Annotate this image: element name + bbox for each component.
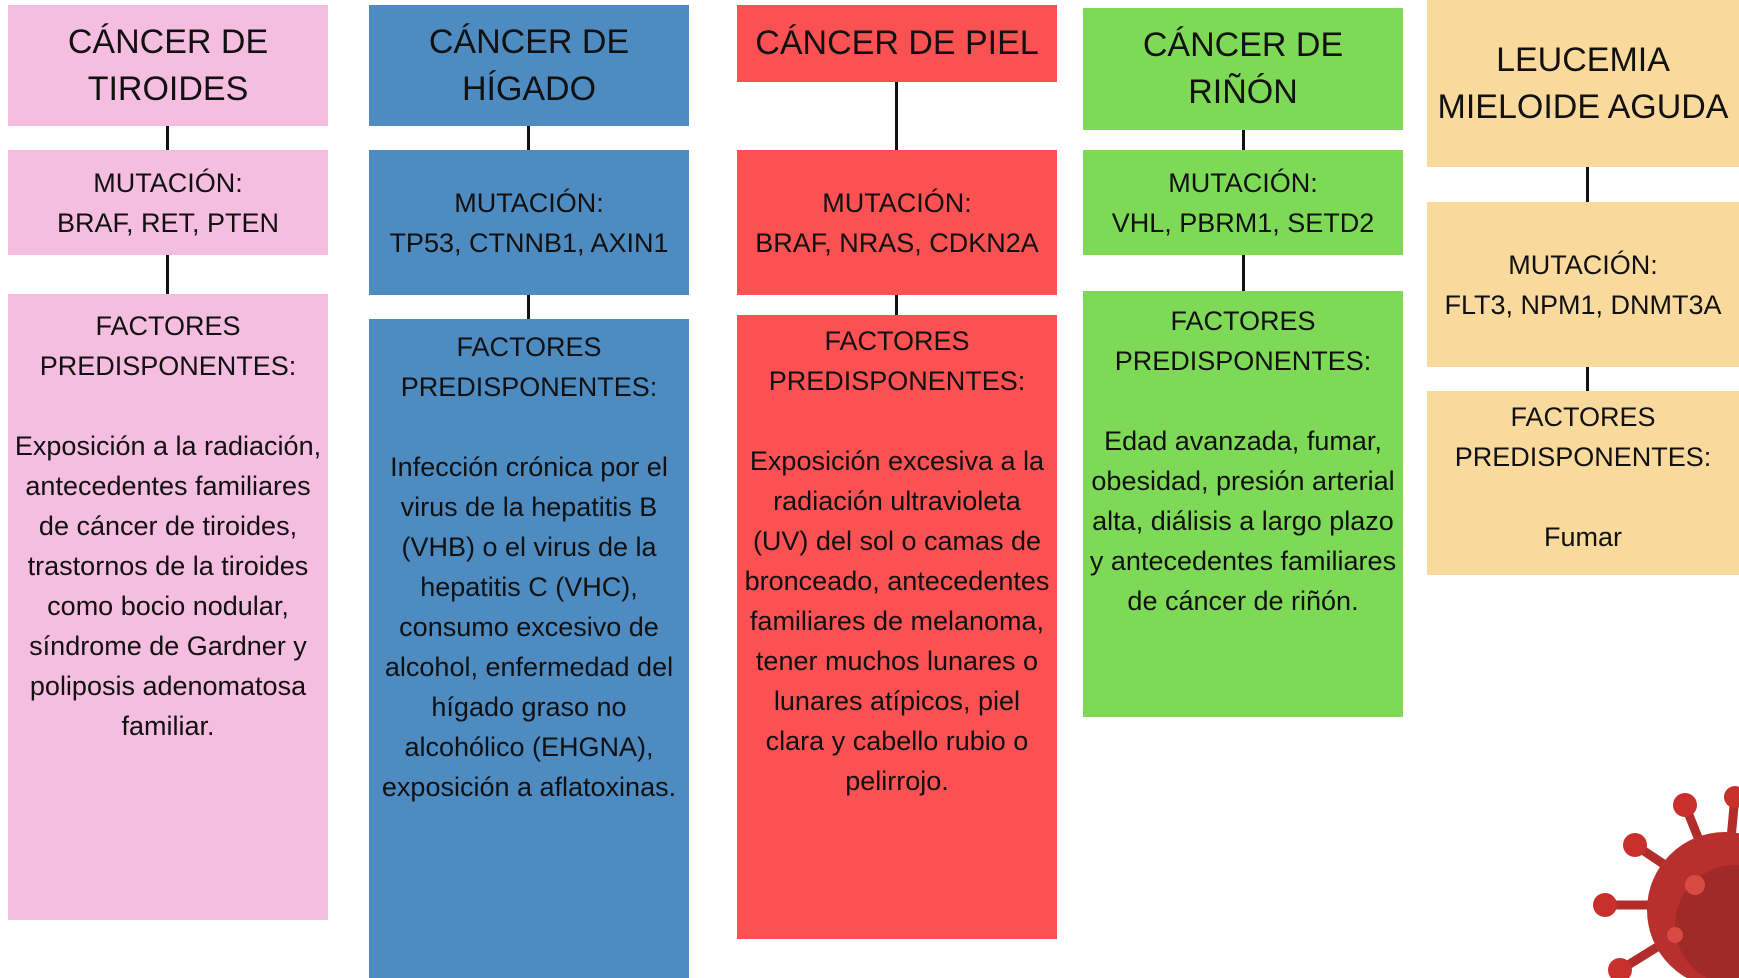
factors-box-tiroides: FACTORES PREDISPONENTES: Exposición a la …: [8, 294, 328, 920]
mutation-genes: VHL, PBRM1, SETD2: [1111, 207, 1375, 238]
title-box-leucemia: LEUCEMIA MIELOIDE AGUDA: [1427, 0, 1739, 167]
title-box-rinon: CÁNCER DE RIÑÓN: [1083, 8, 1403, 130]
mutation-box-higado: MUTACIÓN: TP53, CTNNB1, AXIN1: [369, 150, 689, 295]
factors-text: Infección crónica por el virus de la hep…: [381, 452, 677, 802]
connector-line: [1586, 367, 1589, 391]
connector-line: [527, 295, 530, 319]
factors-label: FACTORES PREDISPONENTES:: [400, 332, 658, 402]
mutation-genes: BRAF, NRAS, CDKN2A: [755, 227, 1039, 258]
connector-line: [527, 126, 530, 150]
factors-text: Exposición excesiva a la radiación ultra…: [744, 446, 1050, 796]
connector-line: [1242, 130, 1245, 150]
connector-line: [166, 126, 169, 150]
factors-text: Exposición a la radiación, antecedentes …: [14, 431, 322, 741]
mutation-genes: FLT3, NPM1, DNMT3A: [1444, 289, 1722, 320]
factors-box-higado: FACTORES PREDISPONENTES: Infección crónic…: [369, 319, 689, 978]
mutation-box-leucemia: MUTACIÓN: FLT3, NPM1, DNMT3A: [1427, 202, 1739, 367]
mutation-box-piel: MUTACIÓN: BRAF, NRAS, CDKN2A: [737, 150, 1057, 295]
mutation-box-rinon: MUTACIÓN: VHL, PBRM1, SETD2: [1083, 150, 1403, 255]
title-text: CÁNCER DE RIÑÓN: [1142, 26, 1344, 111]
mutation-box-tiroides: MUTACIÓN: BRAF, RET, PTEN: [8, 150, 328, 255]
factors-box-piel: FACTORES PREDISPONENTES: Exposición exces…: [737, 315, 1057, 939]
factors-label: FACTORES PREDISPONENTES:: [39, 311, 297, 381]
mutation-label: MUTACIÓN:: [454, 187, 604, 218]
connector-line: [1242, 255, 1245, 291]
connector-line: [895, 295, 898, 315]
title-text: CÁNCER DE HÍGADO: [428, 22, 630, 108]
title-box-piel: CÁNCER DE PIEL: [737, 5, 1057, 82]
title-box-tiroides: CÁNCER DE TIROIDES: [8, 5, 328, 126]
connector-line: [1586, 167, 1589, 202]
factors-label: FACTORES PREDISPONENTES:: [1114, 306, 1372, 376]
factors-box-rinon: FACTORES PREDISPONENTES: Edad avanzada, f…: [1083, 291, 1403, 717]
title-text: CÁNCER DE PIEL: [755, 24, 1039, 62]
virus-icon: [1575, 785, 1739, 978]
factors-text: Edad avanzada, fumar, obesidad, presión …: [1089, 426, 1397, 616]
factors-text: Fumar: [1543, 522, 1622, 552]
mutation-genes: BRAF, RET, PTEN: [56, 207, 280, 238]
title-text: CÁNCER DE TIROIDES: [67, 22, 269, 108]
mutation-label: MUTACIÓN:: [1168, 167, 1318, 198]
connector-line: [166, 255, 169, 294]
connector-line: [895, 82, 898, 150]
mutation-label: MUTACIÓN:: [93, 167, 243, 198]
mutation-label: MUTACIÓN:: [822, 187, 972, 218]
mutation-genes: TP53, CTNNB1, AXIN1: [389, 227, 669, 258]
title-box-higado: CÁNCER DE HÍGADO: [369, 5, 689, 126]
factors-label: FACTORES PREDISPONENTES:: [1454, 402, 1712, 472]
mutation-label: MUTACIÓN:: [1508, 249, 1658, 280]
factors-box-leucemia: FACTORES PREDISPONENTES: Fumar: [1427, 391, 1739, 575]
factors-label: FACTORES PREDISPONENTES:: [768, 326, 1026, 396]
title-text: LEUCEMIA MIELOIDE AGUDA: [1437, 40, 1729, 126]
